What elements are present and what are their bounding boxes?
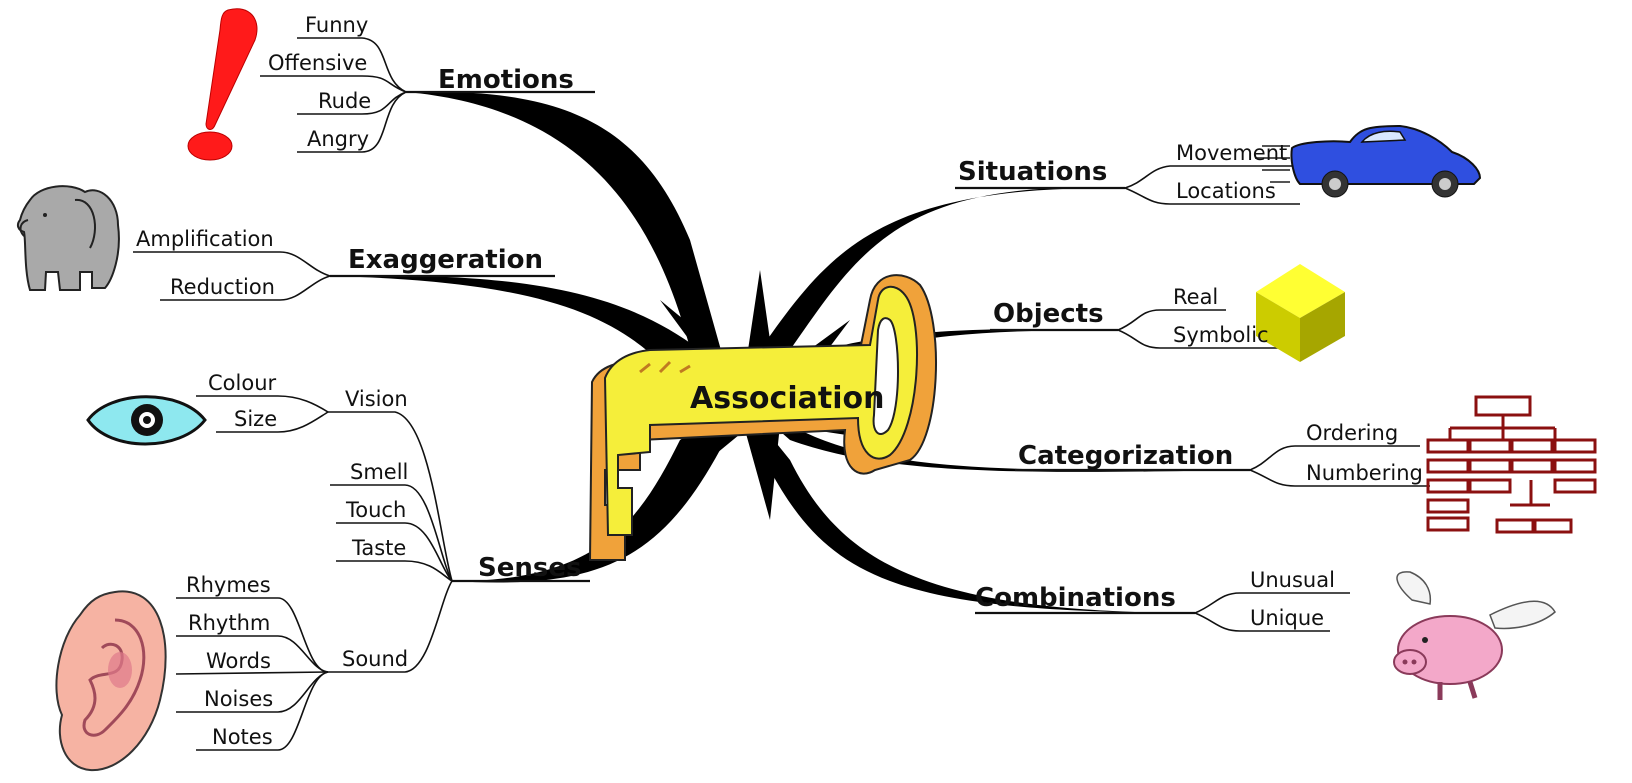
leaf-locations: Locations — [1176, 179, 1276, 203]
labels: Association Emotions Funny Offensive Rud… — [136, 13, 1423, 749]
leaf-rhythm: Rhythm — [188, 611, 270, 635]
center-label: Association — [690, 381, 884, 416]
leaf-symbolic: Symbolic — [1173, 323, 1269, 347]
leaf-angry: Angry — [307, 127, 369, 151]
key-icon — [588, 274, 937, 561]
key-bow-hole — [872, 317, 899, 435]
exclamation-icon — [187, 8, 258, 161]
branch-label-categorization: Categorization — [1018, 441, 1233, 471]
leaf-ordering: Ordering — [1306, 421, 1398, 445]
leaf-smell: Smell — [350, 460, 408, 484]
eye-icon — [86, 395, 207, 446]
branch-line-situations — [745, 187, 1120, 402]
cube-icon — [1256, 264, 1345, 362]
branch-line-combinations — [748, 408, 1190, 613]
leaf-unusual: Unusual — [1250, 568, 1335, 592]
leaf-amplification: Amplification — [136, 227, 274, 251]
leaf-colour: Colour — [208, 371, 277, 395]
ear-icon — [55, 590, 167, 772]
leaf-words: Words — [206, 649, 271, 673]
leaf-rude: Rude — [318, 89, 371, 113]
key-body — [603, 285, 918, 536]
branch-label-situations: Situations — [958, 157, 1107, 187]
leaf-noises: Noises — [204, 687, 273, 711]
branch-label-objects: Objects — [993, 299, 1104, 329]
leaf-movement: Movement — [1176, 141, 1287, 165]
leaf-numbering: Numbering — [1306, 461, 1423, 485]
subbranch-label-vision: Vision — [345, 387, 408, 411]
leaf-touch: Touch — [345, 498, 406, 522]
org-chart-icon — [1426, 395, 1597, 534]
leaf-taste: Taste — [351, 536, 406, 560]
flying-pig-icon — [1393, 571, 1556, 700]
leaf-notes: Notes — [212, 725, 273, 749]
key-teeth — [639, 360, 691, 374]
car-icon — [1255, 124, 1482, 198]
leaf-size: Size — [234, 407, 277, 431]
leaf-rhymes: Rhymes — [186, 573, 271, 597]
branch-label-exaggeration: Exaggeration — [348, 245, 543, 275]
leaf-real: Real — [1173, 285, 1218, 309]
leaf-funny: Funny — [305, 13, 368, 37]
elephant-icon — [16, 185, 120, 291]
branch-line-senses — [452, 400, 740, 583]
leaf-unique: Unique — [1250, 606, 1324, 630]
subbranch-label-sound: Sound — [342, 647, 408, 671]
branch-label-senses: Senses — [478, 553, 581, 583]
branch-label-combinations: Combinations — [975, 583, 1176, 613]
leaf-lines — [133, 37, 1430, 751]
leaf-reduction: Reduction — [170, 275, 275, 299]
branch-label-emotions: Emotions — [438, 65, 574, 95]
leaf-offensive: Offensive — [268, 51, 367, 75]
